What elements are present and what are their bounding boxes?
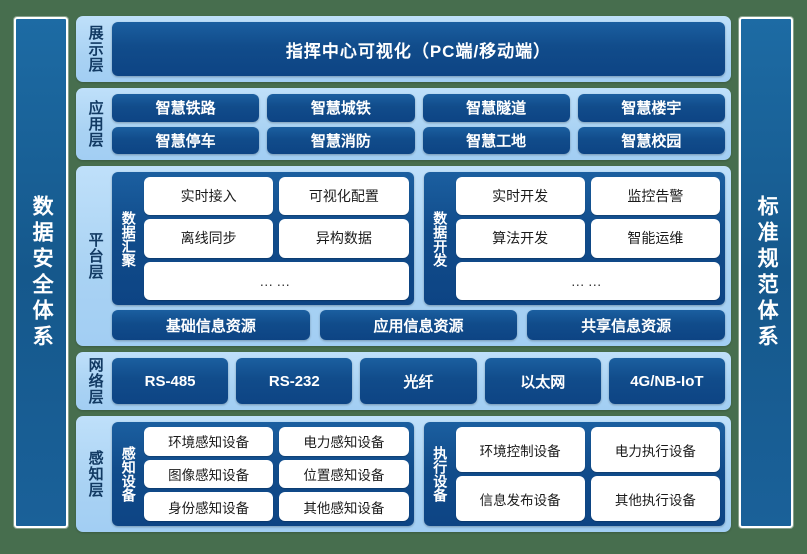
resource-app-info[interactable]: 应用信息资源 [319, 310, 518, 340]
platform-group-0-row-1: 离线同步 异构数据 [144, 219, 409, 258]
platform-group-1-row-0: 实时开发 监控告警 [455, 177, 720, 216]
sensing-group-0-label: 感知设备 [120, 446, 137, 502]
app-item-smart-worksite[interactable]: 智慧工地 [422, 126, 570, 154]
platform-group-0-label: 数据汇聚 [120, 210, 137, 267]
platform-item-more-development[interactable]: …… [455, 261, 720, 300]
left-pillar-data-security: 数据安全体系 [14, 17, 68, 528]
platform-item-more-aggregation[interactable]: …… [144, 261, 409, 300]
layer-sensing-label: 感知层 [86, 450, 104, 498]
layer-platform: 平台层 数据汇聚 实时接入 可视化配置 离线同步 异 [76, 166, 731, 346]
right-pillar-standards: 标准规范体系 [739, 17, 793, 528]
sensor-item-identity[interactable]: 身份感知设备 [144, 492, 274, 522]
network-items-grid: RS-485 RS-232 光纤 以太网 4G/NB-IoT [112, 358, 725, 404]
app-item-smart-railway[interactable]: 智慧铁路 [112, 94, 260, 122]
sensor-item-position[interactable]: 位置感知设备 [279, 459, 409, 489]
platform-resources: 基础信息资源 应用信息资源 共享信息资源 [112, 310, 725, 340]
platform-group-0-row-2: …… [144, 261, 409, 300]
layer-network-label: 网络层 [86, 357, 104, 405]
layer-application-label: 应用层 [86, 100, 104, 148]
layer-network: 网络层 RS-485 RS-232 光纤 以太网 4G/NB-IoT [76, 352, 731, 410]
layer-sensing-body: 感知设备 环境感知设备 电力感知设备 图像感知设备 位置感知设备 [112, 422, 725, 526]
actuator-item-power[interactable]: 电力执行设备 [590, 427, 720, 472]
platform-group-data-aggregation: 数据汇聚 实时接入 可视化配置 离线同步 异构数据 …… [112, 172, 414, 305]
sensing-group-1-row-1: 信息发布设备 其他执行设备 [455, 476, 720, 521]
app-item-smart-campus[interactable]: 智慧校园 [577, 126, 725, 154]
network-item-4g-nbiot[interactable]: 4G/NB-IoT [608, 358, 725, 404]
actuator-item-info-release[interactable]: 信息发布设备 [455, 476, 585, 521]
platform-group-1-row-2: …… [455, 261, 720, 300]
sensing-group-sensor-devices: 感知设备 环境感知设备 电力感知设备 图像感知设备 位置感知设备 [112, 422, 414, 526]
layer-presentation: 展示层 指挥中心可视化（PC端/移动端） [76, 16, 731, 82]
presentation-banner[interactable]: 指挥中心可视化（PC端/移动端） [112, 22, 725, 76]
layer-stack: 展示层 指挥中心可视化（PC端/移动端） 应用层 智慧铁路 智慧城铁 智慧隧道 … [76, 16, 731, 532]
platform-item-hetero-data[interactable]: 异构数据 [279, 219, 409, 258]
platform-group-0-row-0: 实时接入 可视化配置 [144, 177, 409, 216]
sensing-groups: 感知设备 环境感知设备 电力感知设备 图像感知设备 位置感知设备 [112, 422, 725, 526]
layer-application: 应用层 智慧铁路 智慧城铁 智慧隧道 智慧楼宇 智慧停车 智慧消防 智慧工地 智… [76, 88, 731, 160]
sensing-group-0-row-1: 图像感知设备 位置感知设备 [144, 459, 409, 489]
layer-platform-body: 数据汇聚 实时接入 可视化配置 离线同步 异构数据 …… [112, 172, 725, 340]
sensing-group-0-row-0: 环境感知设备 电力感知设备 [144, 427, 409, 456]
actuator-item-environment-control[interactable]: 环境控制设备 [455, 427, 585, 472]
platform-item-smart-ops[interactable]: 智能运维 [590, 219, 720, 258]
sensor-item-power[interactable]: 电力感知设备 [279, 427, 409, 456]
app-item-smart-firefight[interactable]: 智慧消防 [267, 126, 415, 154]
resource-shared-info[interactable]: 共享信息资源 [527, 310, 725, 340]
sensor-item-environment[interactable]: 环境感知设备 [144, 427, 274, 456]
layer-sensing: 感知层 感知设备 环境感知设备 电力感知设备 图像感知设备 [76, 416, 731, 532]
app-item-smart-citytrain[interactable]: 智慧城铁 [267, 94, 415, 122]
sensing-group-1-row-0: 环境控制设备 电力执行设备 [455, 427, 720, 472]
sensing-group-actuator-devices: 执行设备 环境控制设备 电力执行设备 信息发布设备 其他执行设备 [423, 422, 725, 526]
resource-basic-info[interactable]: 基础信息资源 [112, 310, 310, 340]
sensing-group-1-label: 执行设备 [432, 446, 449, 502]
application-items-grid: 智慧铁路 智慧城铁 智慧隧道 智慧楼宇 智慧停车 智慧消防 智慧工地 智慧校园 [112, 94, 725, 154]
sensing-group-1-items: 环境控制设备 电力执行设备 信息发布设备 其他执行设备 [455, 427, 720, 521]
layer-presentation-label: 展示层 [86, 25, 104, 73]
network-item-rs485[interactable]: RS-485 [112, 358, 229, 404]
app-item-smart-parking[interactable]: 智慧停车 [112, 126, 260, 154]
platform-item-monitor-alarm[interactable]: 监控告警 [590, 177, 720, 216]
network-item-ethernet[interactable]: 以太网 [484, 358, 601, 404]
platform-group-data-development: 数据开发 实时开发 监控告警 算法开发 智能运维 …… [423, 172, 725, 305]
layer-platform-label: 平台层 [86, 232, 104, 280]
platform-group-0-items: 实时接入 可视化配置 离线同步 异构数据 …… [144, 177, 409, 300]
layer-network-body: RS-485 RS-232 光纤 以太网 4G/NB-IoT [112, 358, 725, 404]
sensor-item-image[interactable]: 图像感知设备 [144, 459, 274, 489]
app-item-smart-building[interactable]: 智慧楼宇 [577, 94, 725, 122]
sensor-item-other[interactable]: 其他感知设备 [279, 492, 409, 522]
network-item-rs232[interactable]: RS-232 [236, 358, 353, 404]
layer-application-body: 智慧铁路 智慧城铁 智慧隧道 智慧楼宇 智慧停车 智慧消防 智慧工地 智慧校园 [112, 94, 725, 154]
network-item-fiber[interactable]: 光纤 [360, 358, 477, 404]
platform-group-1-label: 数据开发 [432, 210, 449, 267]
layer-presentation-body: 指挥中心可视化（PC端/移动端） [112, 22, 725, 76]
app-item-smart-tunnel[interactable]: 智慧隧道 [422, 94, 570, 122]
platform-item-realtime-ingest[interactable]: 实时接入 [144, 177, 274, 216]
left-pillar-label: 数据安全体系 [30, 194, 54, 351]
right-pillar-label: 标准规范体系 [755, 194, 779, 351]
sensing-group-0-row-2: 身份感知设备 其他感知设备 [144, 492, 409, 522]
actuator-item-other[interactable]: 其他执行设备 [590, 476, 720, 521]
platform-item-algorithm-dev[interactable]: 算法开发 [455, 219, 585, 258]
sensing-group-0-items: 环境感知设备 电力感知设备 图像感知设备 位置感知设备 身份感知设备 其他感知设… [144, 427, 409, 522]
platform-item-offline-sync[interactable]: 离线同步 [144, 219, 274, 258]
platform-item-visual-config[interactable]: 可视化配置 [279, 177, 409, 216]
platform-group-1-items: 实时开发 监控告警 算法开发 智能运维 …… [455, 177, 720, 300]
platform-group-1-row-1: 算法开发 智能运维 [455, 219, 720, 258]
platform-item-realtime-dev[interactable]: 实时开发 [455, 177, 585, 216]
platform-groups: 数据汇聚 实时接入 可视化配置 离线同步 异构数据 …… [112, 172, 725, 305]
